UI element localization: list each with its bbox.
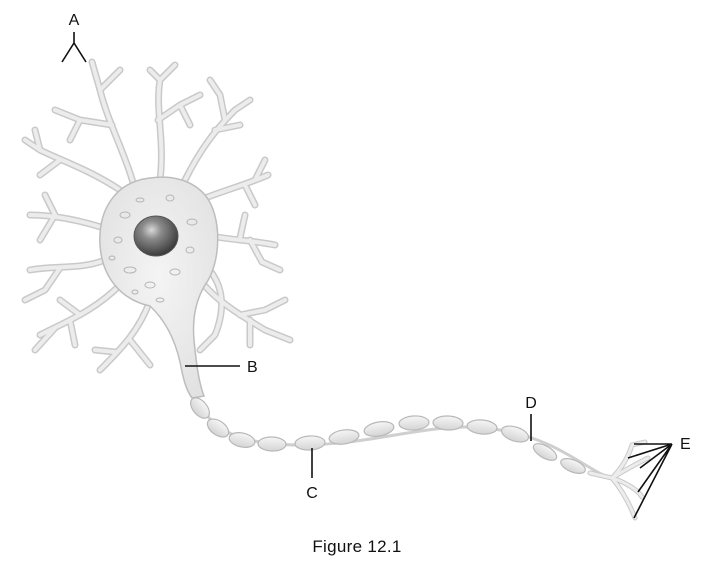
label-e-pointer: E bbox=[627, 436, 691, 519]
dendrites bbox=[21, 58, 294, 374]
label-c-pointer: C bbox=[306, 448, 318, 502]
organelles bbox=[108, 194, 198, 303]
label-d-pointer: D bbox=[525, 395, 537, 441]
nucleus bbox=[133, 215, 179, 257]
label-a: A bbox=[69, 12, 80, 29]
cell-body bbox=[99, 176, 219, 399]
figure-caption: Figure 12.1 bbox=[312, 537, 402, 556]
label-e: E bbox=[680, 436, 691, 453]
myelin-sheath bbox=[190, 397, 586, 474]
label-a-pointer: A bbox=[61, 12, 87, 63]
label-b-pointer: B bbox=[185, 359, 258, 376]
axon-terminals bbox=[587, 439, 651, 521]
label-c: C bbox=[306, 485, 318, 502]
label-b: B bbox=[247, 359, 258, 376]
label-d: D bbox=[525, 395, 537, 412]
